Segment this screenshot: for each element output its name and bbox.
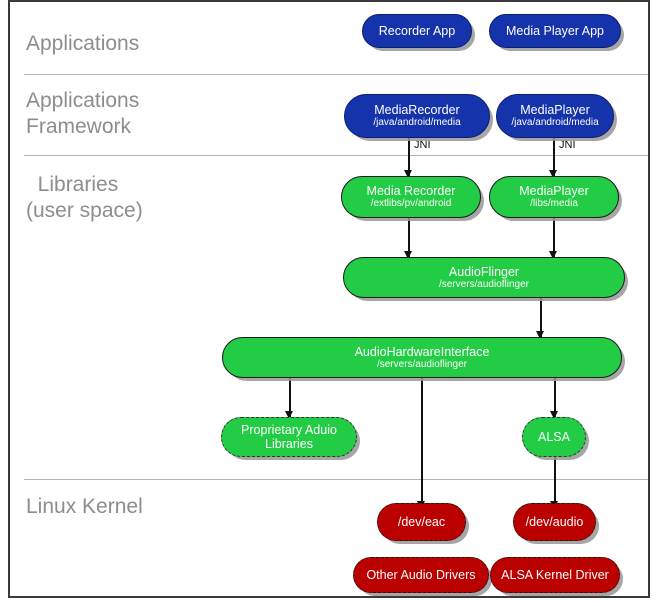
node-proprietary-audio-libraries-line2: Libraries: [265, 437, 313, 451]
edge-mediarecorder-lib-to-audioflinger: [408, 217, 410, 257]
arrowhead-audioflinger-left: [404, 251, 412, 259]
arrowhead-mediaplayer-lib: [549, 170, 557, 178]
node-mediaplayer-framework-title: MediaPlayer: [520, 103, 590, 117]
divider-applications-framework: [24, 74, 648, 75]
diagram-frame: [8, 0, 650, 598]
node-recorder-app-title: Recorder App: [378, 24, 456, 38]
node-other-audio-drivers-title: Other Audio Drivers: [366, 568, 476, 582]
node-proprietary-audio-libraries[interactable]: Proprietary Aduio Libraries: [221, 417, 357, 457]
node-alsa[interactable]: ALSA: [522, 417, 586, 457]
node-alsa-kernel-driver-title: ALSA Kernel Driver: [501, 568, 609, 582]
node-proprietary-audio-libraries-line1: Proprietary Aduio: [241, 423, 337, 437]
node-media-player-app-title: Media Player App: [506, 24, 604, 38]
node-mediarecorder-framework-path: /java/android/media: [373, 117, 461, 128]
arrowhead-audioflinger-right: [549, 251, 557, 259]
node-recorder-app[interactable]: Recorder App: [362, 14, 472, 48]
arrowhead-mediarecorder-lib: [404, 170, 412, 178]
layer-label-applications: Applications: [26, 32, 140, 55]
node-alsa-title: ALSA: [538, 430, 570, 444]
node-mediaplayer-library-path: /libs/media: [530, 198, 578, 209]
node-audioflinger-title: AudioFlinger: [448, 264, 520, 279]
node-audiohardwareinterface-title: AudioHardwareInterface: [354, 344, 490, 359]
layer-label-libraries: Libraries (user space): [26, 173, 143, 222]
node-audiohardwareinterface-path: /servers/audioflinger: [376, 358, 468, 370]
edge-alsa-to-dev-audio: [554, 457, 556, 507]
node-mediarecorder-framework-title: MediaRecorder: [374, 103, 460, 117]
arrowhead-alsa: [550, 411, 558, 419]
node-audioflinger-path: /servers/audioflinger: [438, 278, 530, 290]
node-mediaplayer-library-title: MediaPlayer: [519, 184, 589, 198]
edge-audiohw-to-proprietary: [289, 377, 291, 417]
edge-audiohw-to-dev-eac: [421, 377, 423, 507]
node-mediaplayer-framework-path: /java/android/media: [511, 117, 599, 128]
edge-audiohw-to-alsa: [554, 377, 556, 417]
node-alsa-kernel-driver[interactable]: ALSA Kernel Driver: [490, 557, 620, 593]
node-media-recorder-library[interactable]: Media Recorder /extlibs/pv/android: [341, 176, 481, 218]
node-dev-eac-title: /dev/eac: [397, 515, 446, 529]
edge-mediarecorder-fw-to-lib: [408, 138, 410, 176]
edge-mediaplayer-lib-to-audioflinger: [553, 217, 555, 257]
edge-audioflinger-to-audiohw: [540, 297, 542, 337]
node-dev-audio-title: /dev/audio: [525, 515, 584, 529]
node-audioflinger[interactable]: AudioFlinger /servers/audioflinger: [343, 257, 625, 298]
layer-label-framework: Applications Framework: [26, 89, 140, 138]
node-media-recorder-library-path: /extlibs/pv/android: [370, 198, 452, 209]
divider-framework-libraries: [24, 155, 648, 156]
layer-label-kernel: Linux Kernel: [26, 495, 143, 518]
arrowhead-audiohw: [536, 331, 544, 339]
node-other-audio-drivers[interactable]: Other Audio Drivers: [353, 557, 489, 593]
node-dev-audio[interactable]: /dev/audio: [513, 503, 596, 541]
node-mediaplayer-framework[interactable]: MediaPlayer /java/android/media: [496, 94, 614, 138]
node-media-player-app[interactable]: Media Player App: [489, 14, 621, 48]
node-dev-eac[interactable]: /dev/eac: [377, 503, 466, 541]
edge-mediaplayer-fw-to-lib: [553, 138, 555, 176]
node-media-recorder-library-title: Media Recorder: [366, 184, 456, 198]
arrowhead-proprietary: [285, 411, 293, 419]
node-mediaplayer-library[interactable]: MediaPlayer /libs/media: [489, 176, 619, 218]
edge-label-jni-right: JNI: [559, 139, 576, 151]
edge-label-jni-left: JNI: [414, 139, 431, 151]
divider-libraries-kernel: [24, 479, 648, 480]
node-audiohardwareinterface[interactable]: AudioHardwareInterface /servers/audiofli…: [222, 337, 622, 378]
node-mediarecorder-framework[interactable]: MediaRecorder /java/android/media: [344, 94, 490, 138]
